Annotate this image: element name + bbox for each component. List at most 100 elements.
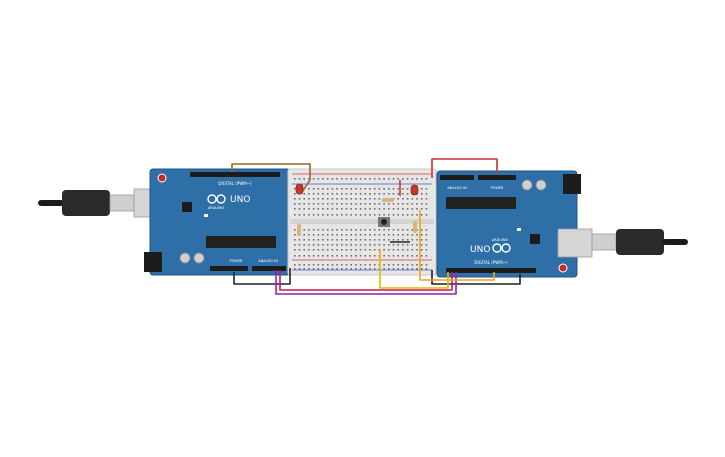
breadboard-hole[interactable] <box>294 264 296 266</box>
breadboard-hole[interactable] <box>345 188 348 190</box>
breadboard-hole[interactable] <box>397 214 399 216</box>
breadboard-hole[interactable] <box>388 214 390 216</box>
usb-cable-left[interactable] <box>38 188 169 218</box>
breadboard-hole[interactable] <box>298 244 301 246</box>
breadboard-hole[interactable] <box>420 193 423 195</box>
breadboard-hole[interactable] <box>317 255 320 257</box>
breadboard-hole[interactable] <box>406 193 409 195</box>
breadboard-hole[interactable] <box>411 178 414 180</box>
breadboard-hole[interactable] <box>416 255 418 257</box>
breadboard-hole[interactable] <box>378 234 381 236</box>
breadboard-hole[interactable] <box>317 178 320 180</box>
breadboard-hole[interactable] <box>298 255 301 257</box>
breadboard-hole[interactable] <box>378 188 381 190</box>
wire-purple[interactable] <box>275 270 457 295</box>
breadboard-hole[interactable] <box>373 193 376 195</box>
breadboard-hole[interactable] <box>312 203 315 205</box>
breadboard-hole[interactable] <box>345 255 348 257</box>
breadboard-hole[interactable] <box>322 255 324 257</box>
breadboard-hole[interactable] <box>359 198 362 200</box>
breadboard-hole[interactable] <box>373 203 376 205</box>
breadboard-hole[interactable] <box>383 178 385 180</box>
breadboard-hole[interactable] <box>402 249 404 251</box>
breadboard-hole[interactable] <box>369 234 371 236</box>
breadboard-hole[interactable] <box>294 244 296 246</box>
breadboard-hole[interactable] <box>341 208 343 210</box>
breadboard-hole[interactable] <box>298 203 301 205</box>
breadboard-hole[interactable] <box>341 178 343 180</box>
breadboard-hole[interactable] <box>392 178 395 180</box>
breadboard-hole[interactable] <box>364 264 367 266</box>
breadboard-hole[interactable] <box>397 188 399 190</box>
breadboard-hole[interactable] <box>402 229 404 231</box>
breadboard-hole[interactable] <box>364 198 367 200</box>
breadboard-hole[interactable] <box>383 239 385 241</box>
breadboard-hole[interactable] <box>411 198 414 200</box>
breadboard-hole[interactable] <box>308 208 310 210</box>
breadboard-hole[interactable] <box>402 255 404 257</box>
breadboard-hole[interactable] <box>420 214 423 216</box>
breadboard-hole[interactable] <box>383 203 385 205</box>
breadboard-hole[interactable] <box>397 268 399 270</box>
breadboard-hole[interactable] <box>331 178 334 180</box>
breadboard-hole[interactable] <box>369 249 371 251</box>
breadboard-hole[interactable] <box>388 208 390 210</box>
breadboard-hole[interactable] <box>312 234 315 236</box>
breadboard-hole[interactable] <box>294 203 296 205</box>
breadboard-hole[interactable] <box>345 198 348 200</box>
breadboard-hole[interactable] <box>364 229 367 231</box>
breadboard-hole[interactable] <box>402 268 404 270</box>
breadboard-hole[interactable] <box>326 208 329 210</box>
breadboard-hole[interactable] <box>420 198 423 200</box>
breadboard-hole[interactable] <box>411 214 414 216</box>
breadboard-hole[interactable] <box>341 229 343 231</box>
breadboard-hole[interactable] <box>326 239 329 241</box>
breadboard-hole[interactable] <box>369 255 371 257</box>
breadboard-hole[interactable] <box>392 239 395 241</box>
breadboard-hole[interactable] <box>322 203 324 205</box>
breadboard-hole[interactable] <box>322 214 324 216</box>
breadboard-hole[interactable] <box>416 198 418 200</box>
breadboard-hole[interactable] <box>326 188 329 190</box>
breadboard-hole[interactable] <box>326 193 329 195</box>
breadboard-hole[interactable] <box>331 214 334 216</box>
breadboard-hole[interactable] <box>388 178 390 180</box>
breadboard-hole[interactable] <box>331 208 334 210</box>
breadboard-hole[interactable] <box>406 244 409 246</box>
breadboard-hole[interactable] <box>383 208 385 210</box>
breadboard-hole[interactable] <box>406 214 409 216</box>
breadboard-hole[interactable] <box>331 255 334 257</box>
breadboard-hole[interactable] <box>350 244 352 246</box>
breadboard-hole[interactable] <box>397 264 399 266</box>
breadboard-hole[interactable] <box>392 208 395 210</box>
breadboard-hole[interactable] <box>383 234 385 236</box>
breadboard-hole[interactable] <box>308 264 310 266</box>
breadboard-hole[interactable] <box>397 178 399 180</box>
breadboard-hole[interactable] <box>406 188 409 190</box>
breadboard-hole[interactable] <box>406 255 409 257</box>
breadboard-hole[interactable] <box>373 264 376 266</box>
breadboard-hole[interactable] <box>298 214 301 216</box>
breadboard-hole[interactable] <box>369 203 371 205</box>
breadboard-hole[interactable] <box>416 264 418 266</box>
breadboard-hole[interactable] <box>303 234 305 236</box>
breadboard-hole[interactable] <box>388 234 390 236</box>
breadboard-hole[interactable] <box>341 203 343 205</box>
usb-cable-right[interactable] <box>557 228 688 258</box>
breadboard-hole[interactable] <box>402 214 404 216</box>
breadboard-hole[interactable] <box>392 203 395 205</box>
breadboard-hole[interactable] <box>425 193 428 195</box>
breadboard-hole[interactable] <box>388 229 390 231</box>
breadboard-hole[interactable] <box>359 239 362 241</box>
breadboard-hole[interactable] <box>416 239 418 241</box>
breadboard-hole[interactable] <box>336 229 338 231</box>
breadboard-hole[interactable] <box>355 229 357 231</box>
breadboard-hole[interactable] <box>355 188 357 190</box>
breadboard-hole[interactable] <box>331 193 334 195</box>
breadboard-hole[interactable] <box>317 203 320 205</box>
breadboard-hole[interactable] <box>373 178 376 180</box>
breadboard-hole[interactable] <box>364 203 367 205</box>
breadboard-hole[interactable] <box>350 214 352 216</box>
breadboard-hole[interactable] <box>397 198 399 200</box>
breadboard-hole[interactable] <box>303 239 305 241</box>
